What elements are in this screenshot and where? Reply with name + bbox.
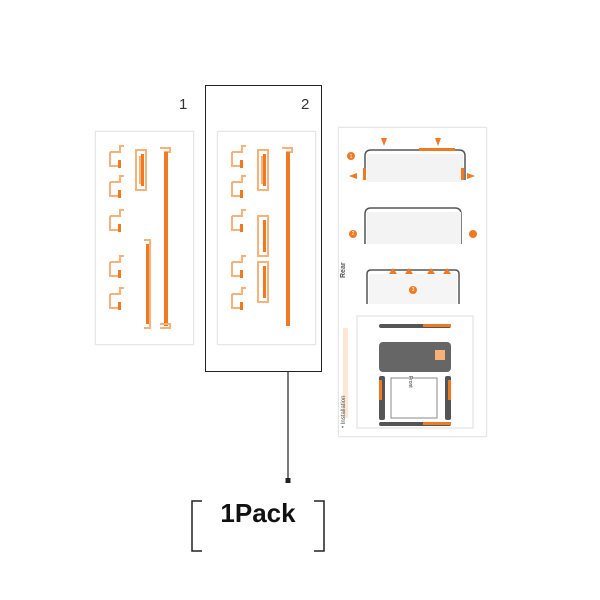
selected-sheet-frame [205, 85, 322, 372]
instruction-diagram [343, 138, 477, 429]
front-label: Front [407, 376, 413, 388]
instruction-step-3: 3 [411, 287, 415, 293]
pack-bracket [191, 500, 325, 552]
connector-line [285, 372, 291, 483]
instruction-step-2: 2 [351, 231, 355, 237]
film-sheet-1 [95, 131, 194, 345]
rear-label: Rear [340, 262, 347, 278]
film-sheet-2 [217, 131, 316, 345]
film-pieces-2 [231, 145, 293, 326]
sheet-1-number: 1 [179, 96, 188, 113]
sheet-2-number: 2 [301, 96, 310, 113]
pack-count-label: 1Pack [220, 498, 296, 528]
film-pieces-1 [109, 145, 171, 329]
instruction-sheet: 1 2 3 Rear Front • Installation [338, 127, 487, 437]
instruction-step-1: 1 [349, 154, 353, 160]
installation-label: • Installation [341, 395, 347, 428]
